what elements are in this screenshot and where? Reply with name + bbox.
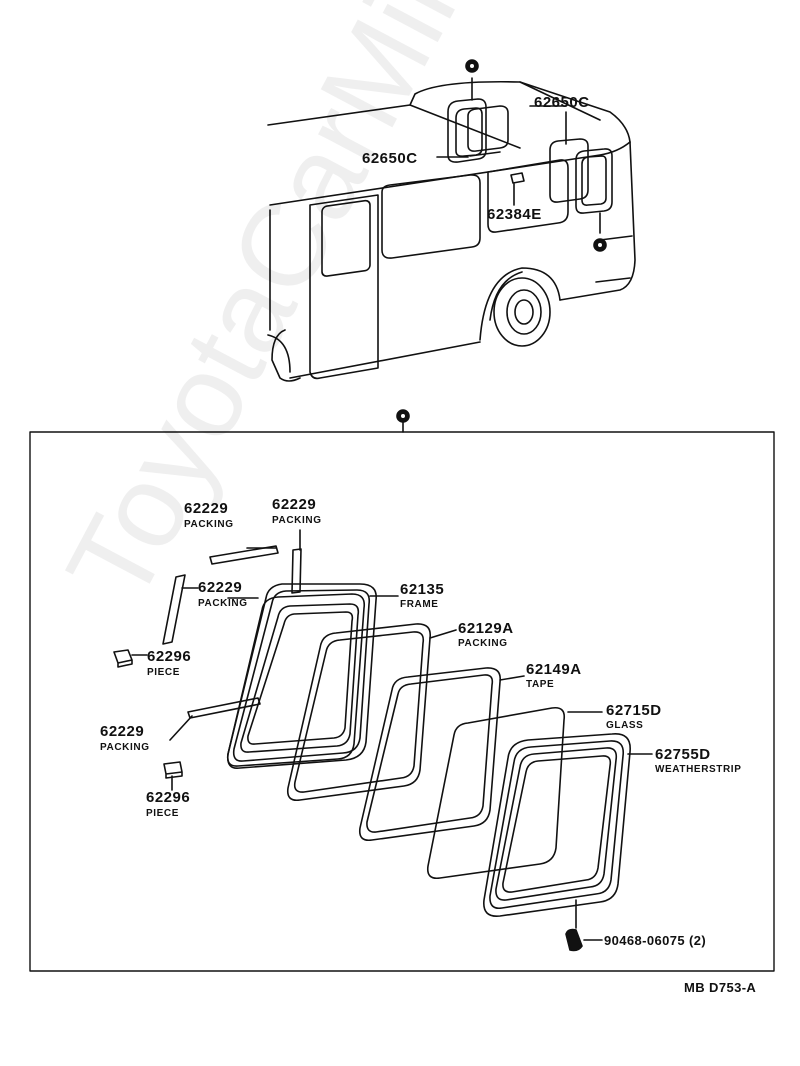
- packing-62129a: [286, 623, 432, 802]
- part-number: 62149A: [526, 661, 582, 678]
- frame-62135: [226, 583, 377, 770]
- part-name: PIECE: [146, 808, 180, 819]
- label-packing-1: 62229 PACKING: [184, 500, 234, 531]
- part-name: PACKING: [100, 742, 150, 753]
- part-number: 62229: [184, 500, 229, 517]
- label-packing-3: 62229 PACKING: [198, 579, 248, 610]
- glass-62715d: [426, 706, 566, 880]
- weatherstrip-62755d: [483, 733, 631, 917]
- part-number: 62229: [272, 496, 317, 513]
- part-name: FRAME: [400, 599, 439, 610]
- label-packing-4: 62229 PACKING: [100, 723, 150, 754]
- label-fastener: 90468-06075 (2): [604, 933, 706, 948]
- label-clip: 62384E: [487, 206, 542, 223]
- label-piece-2: 62296 PIECE: [146, 789, 191, 820]
- label-upper-window-b: 62650C: [362, 150, 418, 167]
- part-name: PACKING: [458, 638, 508, 649]
- label-upper-window-a: 62650C: [534, 94, 590, 111]
- part-number: 62129A: [458, 620, 514, 637]
- part-number: 62229: [198, 579, 243, 596]
- tape-62149a: [358, 667, 502, 842]
- part-name: PACKING: [198, 598, 248, 609]
- part-name: TAPE: [526, 679, 555, 690]
- label-tape: 62149A TAPE: [526, 661, 582, 691]
- label-packing-62129a: 62129A PACKING: [458, 620, 514, 650]
- part-number: 62135: [400, 581, 445, 598]
- part-number: 62296: [146, 789, 191, 806]
- label-glass: 62715D GLASS: [606, 702, 662, 732]
- label-packing-2: 62229 PACKING: [272, 496, 322, 527]
- fastener-qty: (2): [689, 933, 707, 948]
- van-illustration: [267, 77, 636, 382]
- diagram-code: MB D753-A: [684, 980, 757, 995]
- packing-strip-side: [162, 574, 186, 645]
- piece-lower: [163, 761, 183, 779]
- packing-strip-horizontal: [209, 545, 279, 565]
- label-weatherstrip: 62755D WEATHERSTRIP: [655, 746, 742, 776]
- packing-strip-bottom: [187, 697, 261, 719]
- detail-frame: [29, 431, 775, 972]
- part-number: 62755D: [655, 746, 711, 763]
- piece-upper: [113, 649, 133, 668]
- part-number: 62715D: [606, 702, 662, 719]
- fastener-number: 90468-06075: [604, 933, 686, 948]
- part-name: PACKING: [272, 515, 322, 526]
- part-name: PIECE: [147, 667, 181, 678]
- part-number: 62296: [147, 648, 192, 665]
- label-piece-1: 62296 PIECE: [147, 648, 192, 679]
- fastener-clip: [565, 928, 583, 952]
- part-name: PACKING: [184, 519, 234, 530]
- part-name: GLASS: [606, 720, 644, 731]
- part-name: WEATHERSTRIP: [655, 764, 742, 775]
- part-number: 62229: [100, 723, 145, 740]
- label-frame: 62135 FRAME: [400, 581, 445, 611]
- packing-strip-vertical: [291, 548, 302, 594]
